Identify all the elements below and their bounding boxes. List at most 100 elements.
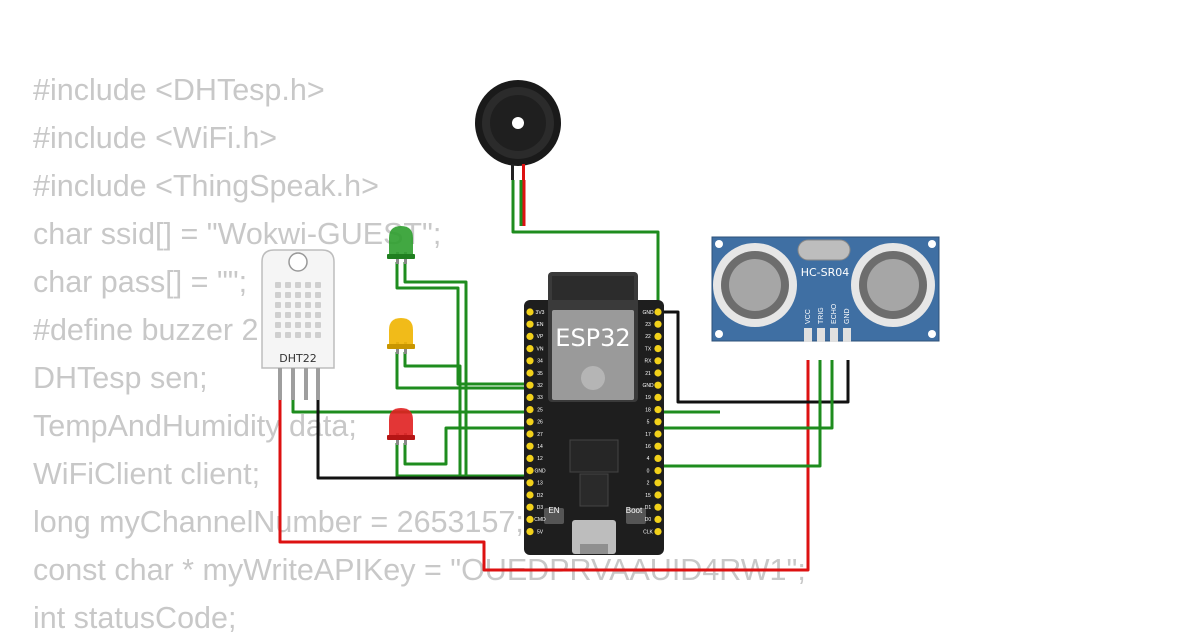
esp32-pin-label: 12 — [537, 456, 543, 462]
wire-red-led-2[interactable] — [403, 426, 529, 466]
buzzer[interactable] — [475, 80, 561, 180]
esp32-pin-left[interactable] — [526, 381, 534, 389]
red-led[interactable] — [387, 408, 415, 445]
esp32-pin-right[interactable] — [654, 345, 662, 353]
esp32-pin-label: 14 — [537, 444, 543, 450]
espressif-logo — [581, 366, 605, 390]
esp32-pin-right[interactable] — [654, 357, 662, 365]
boot-button-label: Boot — [626, 506, 643, 515]
esp32-pin-right[interactable] — [654, 442, 662, 450]
esp32-pin-right[interactable] — [654, 332, 662, 340]
en-button-label: EN — [548, 506, 559, 515]
esp32-pin-right[interactable] — [654, 381, 662, 389]
code-line: WiFiClient client; — [33, 457, 261, 491]
esp32-pin-right[interactable] — [654, 308, 662, 316]
green-led[interactable] — [387, 226, 415, 264]
dht22-sensor[interactable]: DHT22 — [261, 249, 335, 400]
en-button[interactable] — [544, 508, 564, 524]
esp32-pin-left[interactable] — [526, 479, 534, 487]
esp32-pin-left[interactable] — [526, 467, 534, 475]
yellow-led[interactable] — [387, 318, 415, 354]
esp32-pin-right[interactable] — [654, 491, 662, 499]
wire-dht-data[interactable] — [291, 398, 529, 414]
esp32-pin-right[interactable] — [654, 479, 662, 487]
wire-yellow-led-1[interactable] — [395, 352, 529, 390]
wire-green-led-2[interactable] — [403, 262, 529, 478]
wire-ultrasonic-gnd[interactable] — [658, 310, 850, 404]
esp32-pin-label: EN — [537, 322, 544, 328]
esp32-pin-right[interactable] — [654, 528, 662, 536]
esp32-pin-label: 22 — [645, 334, 651, 340]
esp32-board[interactable]: ESP32 EN Boot 3V3ENVPVN34353233252627141… — [524, 272, 664, 555]
esp32-pin-right[interactable] — [654, 503, 662, 511]
wires — [278, 180, 850, 572]
esp32-pin-left[interactable] — [526, 528, 534, 536]
esp32-pin-right[interactable] — [654, 320, 662, 328]
ultrasonic-transducer-right — [851, 243, 935, 327]
esp32-pin-label: 15 — [645, 493, 651, 499]
esp32-pin-right[interactable] — [654, 467, 662, 475]
hc-sr04-pin[interactable] — [804, 328, 812, 342]
esp32-pin-label: 19 — [645, 395, 651, 401]
code-line: DHTesp sen; — [33, 361, 208, 395]
esp32-pin-left[interactable] — [526, 320, 534, 328]
esp32-pin-label: 3V3 — [536, 310, 545, 316]
esp32-pin-left[interactable] — [526, 406, 534, 414]
esp32-pin-label: 5V — [537, 529, 544, 535]
esp32-pin-label: 5 — [647, 420, 650, 426]
esp32-pin-right[interactable] — [654, 515, 662, 524]
esp32-pin-left[interactable] — [526, 454, 534, 462]
esp32-pin-left[interactable] — [526, 369, 534, 377]
esp32-pin-left[interactable] — [526, 393, 534, 401]
code-line: long myChannelNumber = 2653157; — [33, 505, 524, 539]
esp32-pin-right[interactable] — [654, 430, 662, 438]
esp32-pin-label: 34 — [537, 359, 543, 365]
hc-sr04-pin[interactable] — [830, 328, 838, 342]
wire-ultrasonic-trig[interactable] — [658, 360, 834, 430]
esp32-pin-label: 16 — [645, 444, 651, 450]
esp32-left-pins: 3V3ENVPVN343532332526271412GND13D2D3CMD5… — [526, 308, 546, 535]
wire-ultrasonic-echo[interactable] — [658, 360, 822, 468]
esp32-pin-label: 2 — [647, 481, 650, 487]
code-background: #include <DHTesp.h>#include <WiFi.h>#inc… — [33, 66, 806, 642]
hc-sr04-pin-label: GND — [844, 308, 851, 324]
esp32-pin-label: VP — [537, 334, 544, 340]
esp32-pin-label: GND — [534, 468, 546, 474]
wire-dht-gnd[interactable] — [316, 398, 529, 480]
esp32-pin-left[interactable] — [526, 357, 534, 365]
esp32-pin-right[interactable] — [654, 406, 662, 414]
wire-yellow-led-2[interactable] — [403, 352, 462, 476]
hc-sr04-pin[interactable] — [843, 328, 851, 342]
wire-red-led-1[interactable] — [395, 443, 529, 478]
esp32-pin-right[interactable] — [654, 454, 662, 462]
esp32-pin-left[interactable] — [526, 442, 534, 450]
esp32-pin-label: D0 — [645, 517, 652, 523]
boot-button[interactable] — [626, 508, 646, 524]
esp32-pin-left[interactable] — [526, 308, 534, 316]
hc-sr04-pin-label: TRIG — [818, 307, 825, 324]
esp32-pin-label: D3 — [537, 505, 544, 511]
esp32-pin-left[interactable] — [526, 503, 534, 511]
esp32-pin-label: 18 — [645, 407, 651, 413]
wire-green-led-1[interactable] — [395, 262, 529, 386]
esp32-pin-left[interactable] — [526, 345, 534, 353]
esp32-pin-label: 25 — [537, 407, 543, 413]
code-line: #include <DHTesp.h> — [33, 73, 325, 107]
wire-dht-vcc[interactable] — [278, 360, 810, 572]
code-line: TempAndHumidity data; — [33, 409, 357, 443]
esp32-pin-left[interactable] — [526, 491, 534, 499]
esp32-pin-right[interactable] — [654, 393, 662, 401]
esp32-pin-left[interactable] — [526, 332, 534, 340]
esp32-pin-right[interactable] — [654, 418, 662, 426]
code-line: char pass[] = ""; — [33, 265, 248, 299]
wire-buzzer-gnd[interactable] — [511, 180, 660, 308]
hc-sr04-pin[interactable] — [817, 328, 825, 342]
esp32-pin-left[interactable] — [526, 515, 534, 524]
esp32-pin-left[interactable] — [526, 430, 534, 438]
esp32-pin-right[interactable] — [654, 369, 662, 377]
esp32-pin-left[interactable] — [526, 418, 534, 426]
esp32-pin-label: VN — [537, 346, 544, 352]
